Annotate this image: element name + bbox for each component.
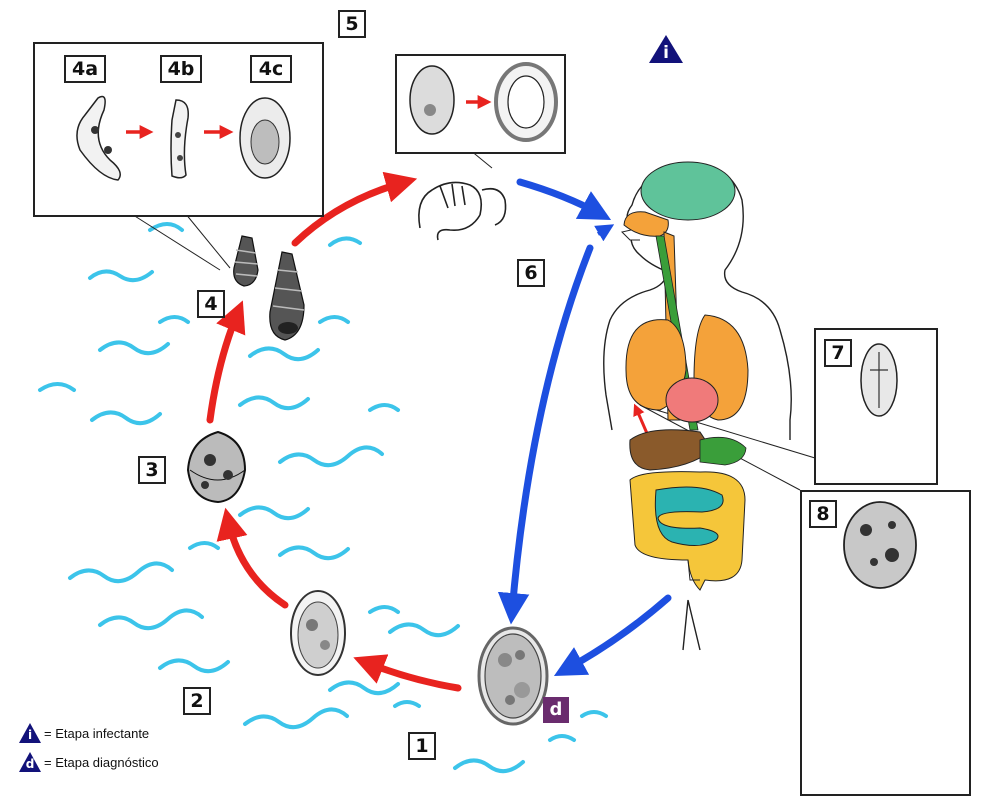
egg-icon <box>290 590 346 676</box>
panel-8-detail <box>800 490 971 796</box>
legend-diagnostic-label: = Etapa diagnóstico <box>44 754 159 770</box>
step-label-1: 1 <box>408 732 436 760</box>
small-intestine-icon <box>654 486 724 546</box>
legend-infective-label: = Etapa infectante <box>44 725 150 741</box>
step-label-2: 2 <box>183 687 211 715</box>
step-label-5: 5 <box>338 10 366 38</box>
water-waves <box>38 222 608 774</box>
infective-stage-badge: i <box>648 34 684 64</box>
step-label-4b: 4b <box>160 55 202 83</box>
liver-icon <box>629 429 713 471</box>
entry-arrow <box>594 224 615 242</box>
step-label-4c: 4c <box>250 55 292 83</box>
step-label-8: 8 <box>809 500 837 528</box>
brain-icon <box>640 161 736 221</box>
human-body-icon <box>603 161 792 651</box>
miracidium-icon <box>186 430 247 504</box>
diagnostic-triangle-icon: d <box>18 751 42 773</box>
infective-triangle-icon: i <box>18 722 42 744</box>
cercaria-icon <box>418 181 507 241</box>
step-label-4: 4 <box>197 290 225 318</box>
diagnostic-stage-badge: d <box>543 697 569 723</box>
environment-arrows <box>206 171 462 692</box>
heart-icon <box>665 377 719 423</box>
snail-icon <box>233 235 259 287</box>
step-label-6: 6 <box>517 259 545 287</box>
human-arrows <box>497 178 672 677</box>
infective-badge-letter: i <box>663 43 669 63</box>
snail-icon <box>269 251 305 341</box>
legend-infective: i = Etapa infectante <box>18 722 149 744</box>
legend-diagnostic: d = Etapa diagnóstico <box>18 751 159 773</box>
egg-icon <box>477 626 549 726</box>
step-label-4a: 4a <box>64 55 106 83</box>
step-label-7: 7 <box>824 339 852 367</box>
step-label-3: 3 <box>138 456 166 484</box>
